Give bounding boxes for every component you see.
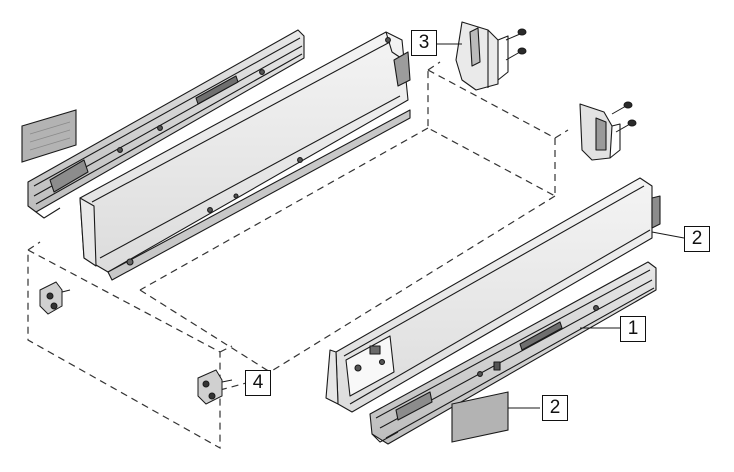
lower-clip-screw xyxy=(202,380,210,388)
lower-clip-screw xyxy=(208,392,216,400)
left-rail-front-tab xyxy=(35,207,61,219)
left-side-hole xyxy=(297,157,303,163)
left-runner-rail xyxy=(27,29,305,219)
right-rail-rivet xyxy=(477,371,483,377)
screw-shank xyxy=(615,123,631,133)
left-side-hole xyxy=(385,37,391,43)
upper-clip-screw xyxy=(50,302,58,310)
back-panel-outline xyxy=(427,68,556,198)
left-side-lower-ridge xyxy=(99,95,401,259)
callout-1-label: 1 xyxy=(620,316,646,342)
front-fixing-clip-upper xyxy=(39,281,71,315)
right-side-bottom-ridge xyxy=(349,229,651,405)
right-rail-clip xyxy=(493,361,501,371)
floor-right-edge xyxy=(269,195,556,373)
left-rail-slot xyxy=(195,75,239,105)
dashed-drawer-outline xyxy=(27,61,569,450)
left-side-hole xyxy=(233,193,239,199)
left-rail-rivet xyxy=(157,125,163,131)
callout-2-side-leader xyxy=(651,231,685,239)
right-rail-groove-1 xyxy=(375,269,651,419)
right-side-hole xyxy=(354,364,362,372)
left-rail-slider-block xyxy=(49,159,89,193)
screw-head xyxy=(517,28,527,36)
right-side-front-fold xyxy=(325,349,339,405)
right-side-front-plate xyxy=(345,335,395,397)
floor-front-edge xyxy=(139,289,271,373)
screw-head xyxy=(627,119,637,127)
right-cover-cap xyxy=(451,391,509,443)
screw-head xyxy=(623,101,633,109)
back-panel-top-edge xyxy=(427,61,569,139)
left-side-top-fold xyxy=(91,41,391,203)
left-drawer-side xyxy=(79,31,411,281)
rear-bracket-icon xyxy=(455,21,509,91)
front-panel-top-edge xyxy=(27,241,233,353)
callout-3-label: 3 xyxy=(411,30,437,56)
screw-icon xyxy=(611,101,637,133)
front-bracket-slot xyxy=(595,117,607,151)
right-rail-groove-3 xyxy=(385,287,655,439)
front-bracket-flange xyxy=(609,123,621,159)
front-panel-outline xyxy=(27,249,221,450)
right-drawer-side xyxy=(325,177,661,413)
left-rail-groove-1 xyxy=(33,37,301,187)
callout-4-label: 4 xyxy=(245,370,271,396)
screw-shank xyxy=(505,33,521,41)
right-rail-front-tab xyxy=(371,431,399,443)
left-side-rear-hook xyxy=(393,51,411,87)
left-rail-rivet xyxy=(259,69,265,75)
upper-clip-tab xyxy=(61,289,71,293)
screw-head xyxy=(517,47,527,55)
left-rail-groove-3 xyxy=(35,53,303,205)
screw-icon xyxy=(505,28,527,61)
left-side-hole xyxy=(207,207,213,213)
cover-cap-icon xyxy=(21,109,77,163)
lower-clip-body xyxy=(197,369,223,405)
front-bracket-icon xyxy=(579,103,621,161)
callout-2-cover-label: 2 xyxy=(542,395,568,421)
left-rail-rivet xyxy=(117,147,123,153)
right-rail-rivet xyxy=(593,305,599,311)
left-rail-body xyxy=(27,29,305,213)
right-side-hole xyxy=(378,358,386,366)
cover-cap-icon xyxy=(451,391,509,443)
right-side-adjuster-hole xyxy=(369,345,381,355)
lower-clip-tab xyxy=(221,379,233,383)
right-side-top-fold xyxy=(343,185,645,357)
left-side-hole xyxy=(126,258,134,266)
right-rail-slot xyxy=(519,321,563,351)
screw-shank xyxy=(611,105,627,115)
front-fixing-clip-lower xyxy=(197,369,233,405)
callout-2-side-label: 2 xyxy=(684,226,710,252)
screw-shank xyxy=(505,51,521,61)
right-side-rear-tab xyxy=(651,195,661,229)
left-side-front-fold xyxy=(79,197,97,267)
rear-bracket-flange xyxy=(487,30,509,88)
left-side-bottom-lip xyxy=(107,109,411,281)
rear-bracket-inset xyxy=(469,27,481,67)
upper-clip-screw xyxy=(46,292,54,300)
right-rail-slider-block xyxy=(395,391,433,421)
left-cover-cap-texture xyxy=(29,121,71,151)
runner-rail-icon xyxy=(369,261,657,445)
